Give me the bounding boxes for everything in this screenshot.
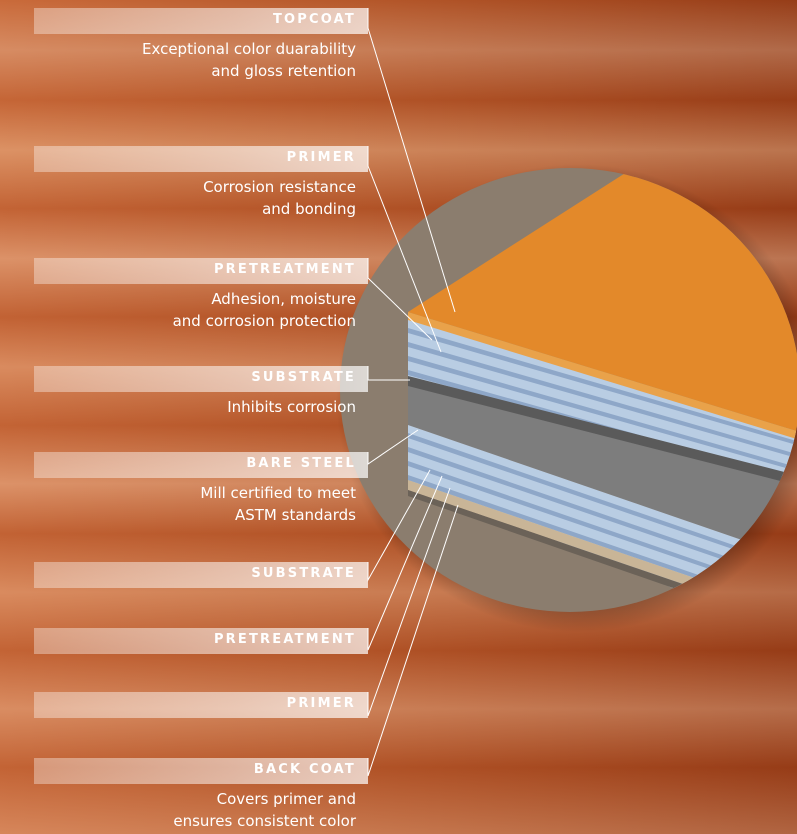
layer-description-pretreatment: Adhesion, moisture and corrosion protect… (173, 288, 356, 332)
layer-label-text: BARE STEEL (246, 456, 356, 471)
layer-label-text: PRETREATMENT (213, 632, 356, 647)
leader-line-primer-2 (367, 487, 451, 717)
description-line: and bonding (262, 200, 356, 218)
description-line: ASTM standards (234, 506, 356, 524)
leader-line-topcoat (367, 8, 456, 313)
lower-stripe-2 (408, 447, 797, 586)
layer-label-primer: PRIMER (34, 146, 368, 172)
leader-line-substrate-2 (367, 469, 431, 582)
description-line: Adhesion, moisture (211, 290, 356, 308)
layer-description-primer: Corrosion resistance and bonding (203, 176, 356, 220)
layer-description-back-coat: Covers primer and ensures consistent col… (173, 788, 356, 832)
description-line: and gloss retention (211, 62, 356, 80)
topcoat-face (408, 170, 797, 432)
topcoat-edge (408, 312, 797, 440)
layer-label-bare-steel: BARE STEEL (34, 452, 368, 478)
layer-label-pretreatment: PRETREATMENT (34, 258, 368, 284)
leader-line-primer (367, 146, 442, 353)
layer-label-substrate: SUBSTRATE (34, 366, 368, 392)
layer-label-text: SUBSTRATE (251, 566, 356, 581)
layer-label-text: BACK COAT (253, 762, 356, 777)
layer-label-text: PRETREATMENT (213, 262, 356, 277)
layer-label-back-coat: BACK COAT (34, 758, 368, 784)
upper-stripe-1 (408, 328, 797, 446)
leader-line-back-coat (367, 504, 459, 777)
layer-label-text: PRIMER (286, 696, 356, 711)
layer-label-pretreatment-2: PRETREATMENT (34, 628, 368, 654)
leader-line-pretreatment-2 (367, 475, 443, 651)
layer-label-text: PRIMER (286, 150, 356, 165)
description-line: Inhibits corrosion (227, 398, 356, 416)
upper-stripe-2 (408, 342, 797, 459)
steel-core (408, 380, 797, 560)
layer-description-bare-steel: Mill certified to meet ASTM standards (200, 482, 356, 526)
layer-label-topcoat: TOPCOAT (34, 8, 368, 34)
lower-stripe-3 (408, 461, 797, 600)
layer-description-substrate: Inhibits corrosion (227, 396, 356, 418)
layer-label-text: TOPCOAT (272, 12, 356, 27)
description-line: and corrosion protection (172, 312, 356, 330)
leader-line-substrate (367, 366, 410, 381)
layer-label-substrate-2: SUBSTRATE (34, 562, 368, 588)
description-line: Covers primer and (216, 790, 356, 808)
lower-stripe-1 (408, 433, 797, 572)
description-line: ensures consistent color (173, 812, 356, 830)
description-line: Corrosion resistance (203, 178, 356, 196)
steel-core-edge (408, 376, 797, 486)
leader-line-pretreatment (367, 258, 433, 341)
layer-label-primer-2: PRIMER (34, 692, 368, 718)
upper-stripe-3 (408, 356, 797, 472)
layer-description-topcoat: Exceptional color duarability and gloss … (142, 38, 356, 82)
layer-label-text: SUBSTRATE (251, 370, 356, 385)
leader-line-bare-steel (367, 429, 419, 465)
leader-lines (367, 8, 459, 777)
description-line: Exceptional color duarability (141, 40, 356, 58)
description-line: Mill certified to meet (200, 484, 356, 502)
